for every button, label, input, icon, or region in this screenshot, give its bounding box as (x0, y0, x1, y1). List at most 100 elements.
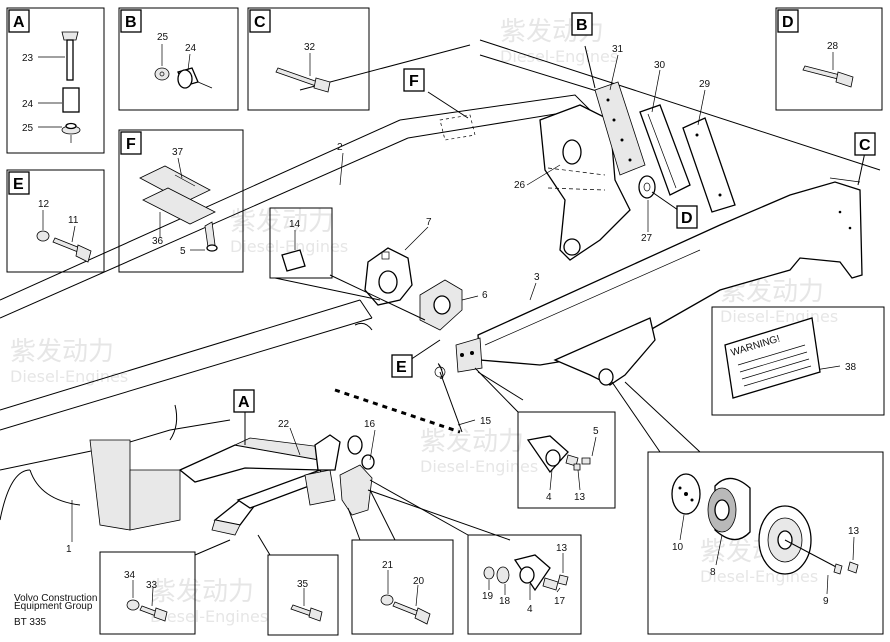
detail-box-A (6, 7, 105, 154)
svg-text:C: C (859, 137, 871, 154)
part-label-9: 9 (823, 596, 829, 607)
callout-tag-C1: C (249, 9, 271, 33)
part-label-8: 8 (710, 567, 716, 578)
svg-text:Diesel-Engines: Diesel-Engines (10, 367, 128, 386)
part-label-6: 6 (482, 290, 488, 301)
plate-6 (419, 279, 463, 331)
part-label-29: 29 (699, 79, 711, 90)
part-label-12: 12 (38, 199, 50, 210)
part-label-15: 15 (480, 416, 492, 427)
part-label-25: 25 (22, 123, 34, 134)
part-label-30: 30 (654, 60, 666, 71)
lower-assembly-22 (178, 434, 375, 536)
callout-tag-E2: E (391, 354, 413, 378)
detail-box-C (247, 7, 370, 111)
footer-line-2: Equipment Group (14, 601, 93, 612)
part-label-10: 10 (672, 542, 684, 553)
lower-bracket (553, 317, 656, 386)
detail-box-pin (517, 411, 616, 509)
plate-31 (594, 81, 646, 176)
callout-tag-F2: F (403, 68, 425, 92)
svg-text:E: E (13, 176, 24, 193)
svg-text:B: B (125, 14, 137, 31)
svg-text:Diesel-Engines: Diesel-Engines (150, 607, 268, 626)
part-label-1: 1 (66, 544, 72, 555)
svg-text:紫发动力: 紫发动力 (150, 577, 254, 607)
bracket-plate-7 (364, 247, 413, 306)
washer-27 (638, 175, 656, 199)
plate-29 (682, 117, 736, 213)
part-label-7: 7 (426, 217, 432, 228)
callout-tag-B2: B (571, 12, 593, 36)
callout-tag-E1: E (8, 171, 30, 195)
callout-tag-F1: F (120, 131, 142, 155)
svg-text:F: F (409, 73, 419, 90)
detail-box-35 (267, 554, 339, 636)
part-label-23: 23 (22, 53, 34, 64)
warning-box-38 (711, 306, 885, 416)
callout-tag-D2: D (676, 205, 698, 229)
svg-text:E: E (396, 359, 407, 376)
detail-box-21-20 (351, 539, 454, 635)
part-label-17: 17 (554, 596, 566, 607)
svg-text:B: B (576, 17, 588, 34)
detail-box-B (118, 7, 239, 111)
part-label-25b: 25 (157, 32, 169, 43)
svg-text:D: D (782, 14, 794, 31)
detail-box-E (6, 169, 105, 273)
part-label-34: 34 (124, 570, 136, 581)
svg-text:紫发动力: 紫发动力 (420, 427, 524, 457)
callout-tag-C2: C (854, 132, 876, 156)
svg-text:Diesel-Engines: Diesel-Engines (500, 47, 618, 66)
part-label-36: 36 (152, 236, 164, 247)
part-label-16: 16 (364, 419, 376, 430)
svg-text:Diesel-Engines: Diesel-Engines (700, 567, 818, 586)
part-label-24b: 24 (185, 43, 197, 54)
part-label-26: 26 (514, 180, 526, 191)
plate-30 (639, 104, 691, 196)
callout-tag-A2: A (233, 389, 255, 413)
detail-box-bearing (647, 451, 884, 635)
arm-3 (455, 181, 863, 373)
svg-text:紫发动力: 紫发动力 (230, 207, 334, 237)
part-label-11: 11 (68, 215, 79, 226)
part-label-13b: 13 (848, 526, 860, 537)
part-label-31: 31 (612, 44, 624, 55)
callout-tag-A1: A (8, 9, 30, 33)
detail-box-D (775, 7, 883, 111)
part-label-5: 5 (180, 246, 186, 257)
part-label-27: 27 (641, 233, 653, 244)
detail-box-F (118, 129, 244, 273)
part-labels: 23 24 25 25 24 32 28 31 30 29 2 26 27 37… (22, 32, 860, 615)
part-label-19: 19 (482, 591, 494, 602)
part-label-13: 13 (574, 492, 586, 503)
callout-tag-B1: B (120, 9, 142, 33)
washer-27-hole (643, 182, 651, 192)
part-label-18: 18 (499, 596, 511, 607)
footer-line-1: Volvo Construction (14, 593, 97, 604)
rod-15 (334, 363, 463, 434)
svg-text:A: A (13, 14, 25, 31)
detail-box-19-17 (467, 534, 582, 635)
leader-lines (71, 45, 866, 556)
part-label-38: 38 (845, 362, 857, 373)
part-label-22: 22 (278, 419, 290, 430)
svg-text:A: A (238, 394, 250, 411)
part-label-37: 37 (172, 147, 184, 158)
part-label-2: 2 (337, 142, 343, 153)
part-label-24: 24 (22, 99, 34, 110)
part-label-33: 33 (146, 580, 158, 591)
part-label-13c: 13 (556, 543, 568, 554)
callout-tag-D1: D (777, 9, 799, 33)
part-label-3: 3 (534, 272, 540, 283)
footer-code: BT 335 (14, 617, 46, 628)
part-label-4: 4 (546, 492, 552, 503)
mounting-bracket (539, 104, 631, 261)
svg-text:紫发动力: 紫发动力 (10, 337, 114, 367)
part-label-20: 20 (413, 576, 425, 587)
svg-text:Diesel-Engines: Diesel-Engines (420, 457, 538, 476)
part-label-35: 35 (297, 579, 309, 590)
part-label-14: 14 (289, 219, 301, 230)
svg-text:D: D (681, 210, 693, 227)
